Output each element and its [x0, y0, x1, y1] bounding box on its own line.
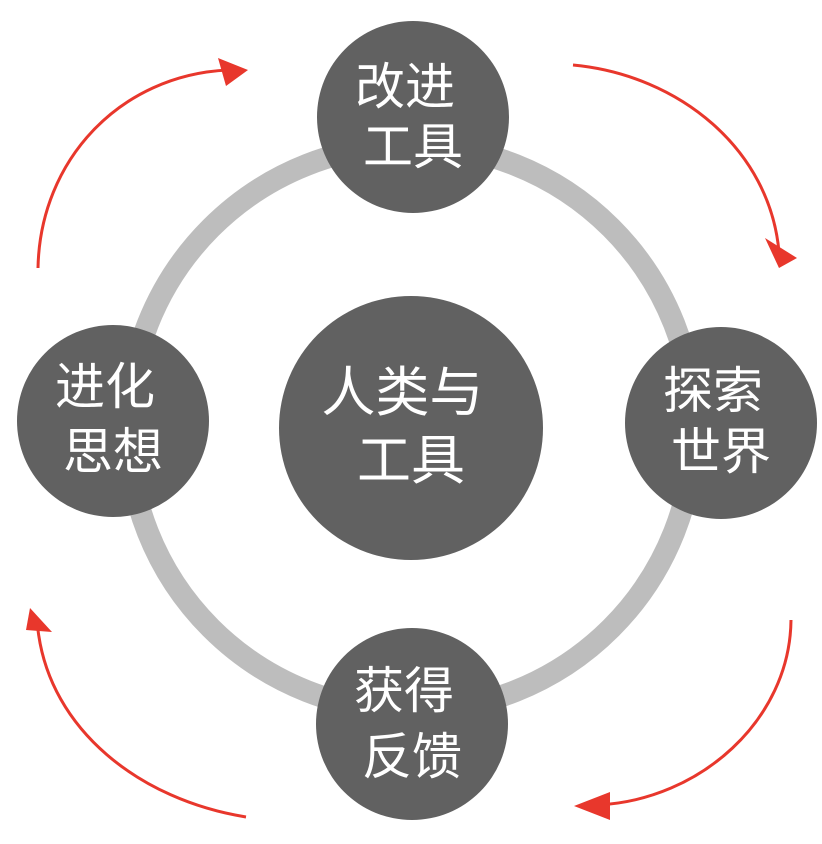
node-bottom-label: 获得 反馈 [354, 662, 470, 786]
node-left: 进化 思想 [17, 325, 209, 517]
cycle-arrows [26, 58, 797, 820]
node-bottom-line-2: 反馈 [362, 728, 462, 786]
arrow-bottom-to-left [36, 629, 247, 819]
node-right-line-2: 世界 [671, 423, 771, 481]
node-right-label: 探索 世界 [663, 362, 779, 481]
center-node-line-2: 工具 [357, 429, 465, 492]
arrow-left-to-top [36, 68, 229, 269]
arrow-top-to-right [572, 63, 781, 253]
node-bottom: 获得 反馈 [316, 628, 508, 820]
center-node-circle [279, 296, 543, 560]
node-right-line-1: 探索 [663, 362, 763, 420]
center-node-label: 人类与 工具 [321, 361, 500, 492]
node-top-line-2: 工具 [363, 118, 463, 176]
arrowhead-left-to-top [218, 58, 248, 86]
node-top: 改进 工具 [317, 21, 509, 213]
arrow-right-to-bottom [597, 619, 793, 807]
center-node-line-1: 人类与 [321, 361, 483, 424]
arrowhead-top-to-right [765, 238, 797, 268]
node-right: 探索 世界 [625, 327, 817, 519]
node-top-label: 改进 工具 [355, 58, 471, 176]
node-left-line-1: 进化 [55, 358, 155, 416]
node-right-circle [625, 327, 817, 519]
arrowhead-right-to-bottom [574, 792, 610, 820]
center-node: 人类与 工具 [279, 296, 543, 560]
node-bottom-circle [316, 628, 508, 820]
node-left-line-2: 思想 [63, 423, 163, 481]
arrowhead-bottom-to-left [26, 608, 52, 632]
node-left-label: 进化 思想 [55, 358, 171, 481]
node-top-circle [317, 21, 509, 213]
node-top-line-1: 改进 [355, 58, 455, 116]
node-bottom-line-1: 获得 [354, 662, 454, 720]
node-left-circle [17, 325, 209, 517]
